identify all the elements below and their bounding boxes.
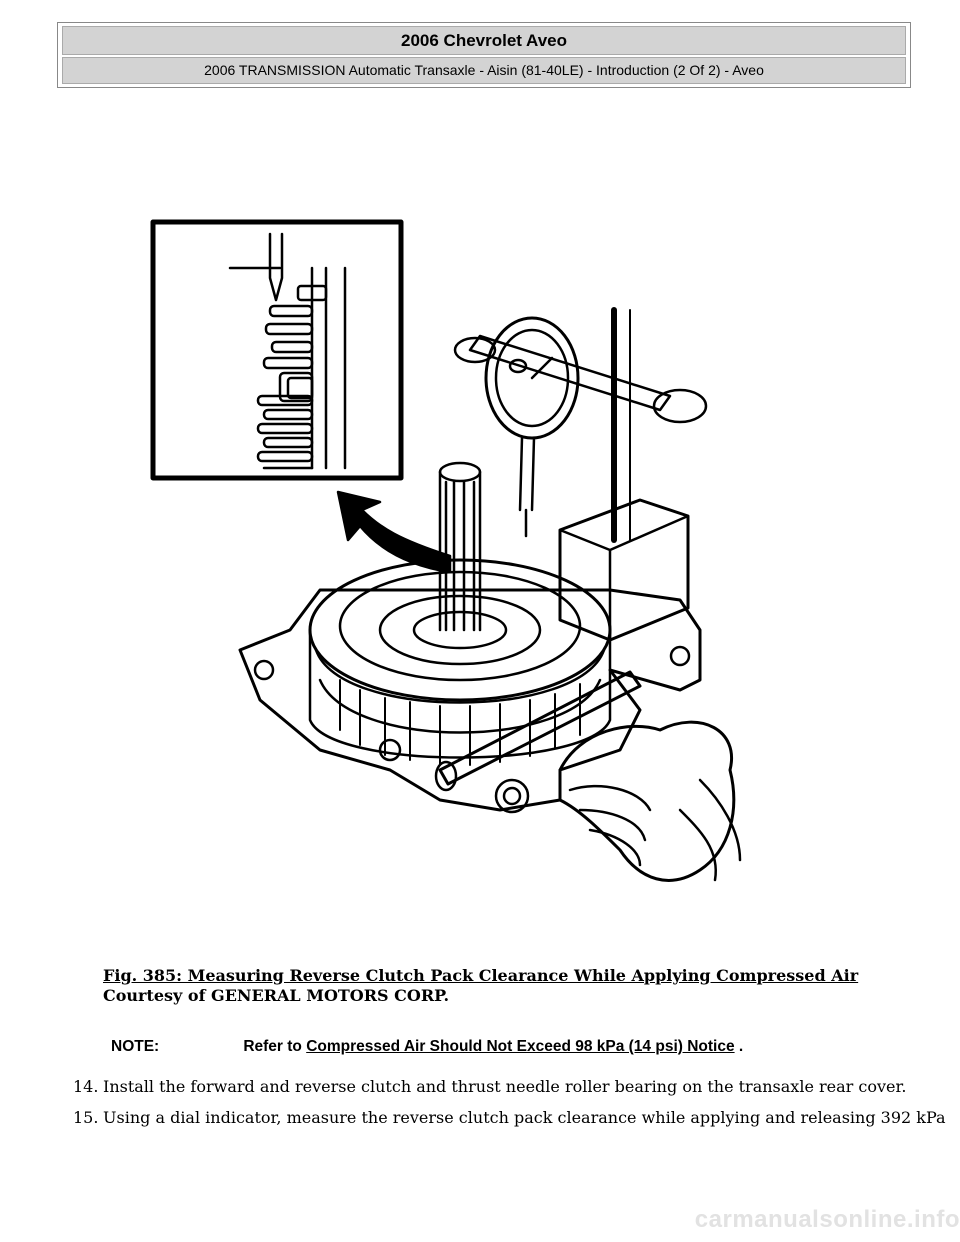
hand-with-air-nozzle [434,670,742,882]
procedure-steps: 14.Install the forward and reverse clutc… [73,1077,946,1139]
input-shaft [438,461,482,632]
dial-indicator [453,307,708,642]
caption-credit: Courtesy of GENERAL MOTORS CORP. [103,986,450,1005]
note-label: NOTE: [111,1038,160,1055]
step-number: 15. [73,1108,99,1127]
inset-detail [150,219,404,481]
header-subtitle: 2006 TRANSMISSION Automatic Transaxle - … [62,57,906,84]
step-text: Using a dial indicator, measure the reve… [103,1108,946,1127]
header-title: 2006 Chevrolet Aveo [62,26,906,55]
clutch-drum [308,558,612,766]
step-text: Install the forward and reverse clutch a… [103,1077,907,1096]
note-suffix: . [738,1038,744,1055]
step-number: 14. [73,1077,99,1096]
list-item: 15.Using a dial indicator, measure the r… [73,1108,946,1128]
caption-title: Fig. 385: Measuring Reverse Clutch Pack … [103,966,859,985]
arrow [336,490,452,574]
list-item: 14.Install the forward and reverse clutc… [73,1077,943,1097]
clutch-clearance-figure [140,210,760,950]
compressed-air-notice-link[interactable]: Compressed Air Should Not Exceed 98 kPa … [306,1038,735,1055]
note: NOTE: Refer to Compressed Air Should Not… [103,1038,903,1056]
page-header: 2006 Chevrolet Aveo 2006 TRANSMISSION Au… [57,22,911,88]
figure-caption: Fig. 385: Measuring Reverse Clutch Pack … [103,966,903,1006]
watermark: carmanualsonline.info [694,1206,960,1233]
transaxle-case [238,588,702,814]
note-prefix: Refer to [243,1038,302,1055]
